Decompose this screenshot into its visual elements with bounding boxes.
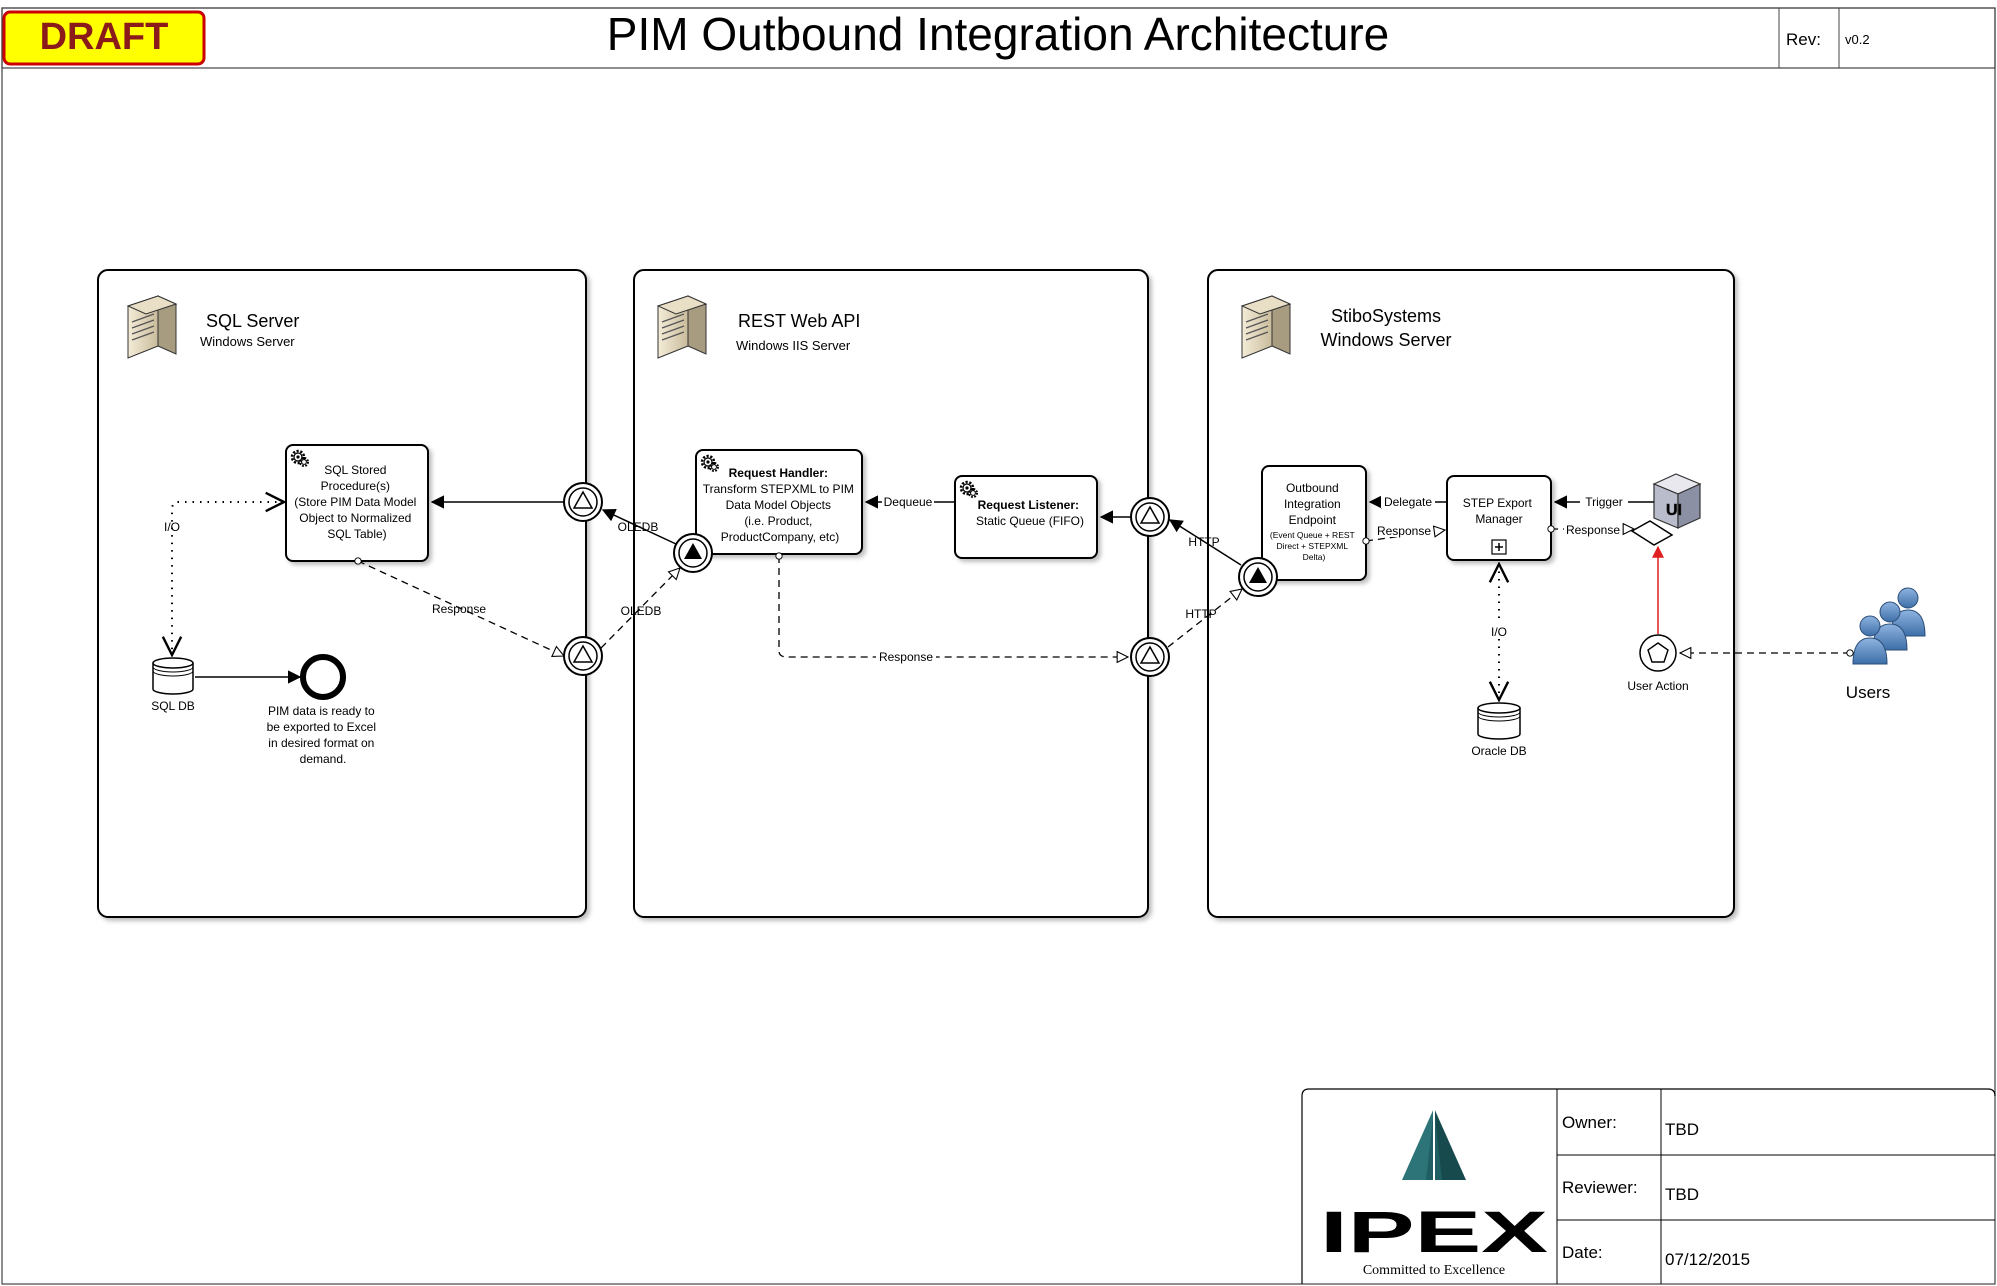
message-flow <box>600 568 680 649</box>
flow-label-response-step: Response <box>1377 524 1431 538</box>
message-throw-event <box>1238 557 1278 597</box>
owner-value: TBD <box>1665 1120 1699 1139</box>
ui-icon: UI <box>1652 473 1702 529</box>
server-icon <box>127 295 177 359</box>
flow-label-io-right: I/O <box>1491 625 1507 639</box>
flow-label-io-left: I/O <box>164 520 180 534</box>
message-flow <box>779 556 1128 657</box>
sequence-flow <box>1168 519 1242 566</box>
server-icon <box>657 295 707 359</box>
flow-label-oledb-top: OLEDB <box>618 520 659 534</box>
reviewer-value: TBD <box>1665 1185 1699 1204</box>
svg-text:UI: UI <box>1666 502 1682 519</box>
draft-label: DRAFT <box>40 16 169 58</box>
message-throw-event <box>673 533 713 573</box>
outbound-endpoint-task <box>1261 465 1367 581</box>
rev-label: Rev: <box>1786 30 1821 49</box>
sql-proc-text: SQL Stored Procedure(s) (Store PIM Data … <box>294 463 419 541</box>
label-bg <box>876 650 936 664</box>
flow-label-delegate: Delegate <box>1384 495 1432 509</box>
server-subtitle-stibo: Windows Server <box>1320 330 1451 350</box>
sql-db-label: SQL DB <box>151 699 195 713</box>
message-catch-event <box>563 482 603 522</box>
users-label: Users <box>1846 683 1890 702</box>
flow-label-response-ui: Response <box>1566 523 1620 537</box>
label-bg <box>1486 624 1512 638</box>
request-handler-text: Request Handler: Transform STEPXML to PI… <box>703 466 858 544</box>
reviewer-label: Reviewer: <box>1562 1178 1638 1197</box>
oracle-db-label: Oracle DB <box>1471 744 1526 758</box>
label-bg <box>1564 522 1622 536</box>
users-icon <box>1852 587 1926 665</box>
ipex-logo-tagline: Committed to Excellence <box>1363 1263 1505 1278</box>
step-export-manager-task <box>1446 475 1552 561</box>
stibo-pool <box>1207 269 1735 918</box>
ipex-logo-word: IPEX <box>1320 1200 1549 1265</box>
label-bg <box>1580 494 1628 508</box>
sql-db-store <box>152 657 194 695</box>
rest-api-pool <box>633 269 1149 918</box>
message-flow <box>1167 589 1242 648</box>
date-value: 07/12/2015 <box>1665 1250 1750 1269</box>
step-export-text: STEP Export Manager <box>1463 496 1535 526</box>
flow-label-http-bottom: HTTP <box>1185 607 1216 621</box>
message-flow <box>358 561 564 656</box>
flow-label-oledb-bottom: OLEDB <box>621 604 662 618</box>
user-action-label: User Action <box>1627 679 1688 693</box>
page-title: PIM Outbound Integration Architecture <box>607 8 1389 60</box>
rev-value: v0.2 <box>1845 32 1870 47</box>
label-bg <box>1381 494 1435 508</box>
sequence-flow <box>601 509 677 545</box>
sql-server-pool <box>97 269 587 918</box>
response-handler-icon <box>1630 520 1674 546</box>
end-event-text: PIM data is ready to be exported to Exce… <box>267 704 380 766</box>
flow-label-dequeue: Dequeue <box>884 495 933 509</box>
server-title-stibo: StiboSystems <box>1331 306 1441 326</box>
flow-label-response-sql: Response <box>432 602 486 616</box>
request-listener-text: Request Listener: Static Queue (FIFO) <box>976 498 1084 528</box>
server-subtitle-sql: Windows Server <box>200 334 295 349</box>
server-subtitle-rest: Windows IIS Server <box>736 338 851 353</box>
message-catch-event <box>1130 497 1170 537</box>
server-title-rest: REST Web API <box>738 311 860 331</box>
flow-label-http-top: HTTP <box>1188 535 1219 549</box>
outbound-endpoint-text: Outbound Integration Endpoint (Event Que… <box>1270 481 1358 562</box>
end-event <box>300 654 346 700</box>
flow-label-response-mid: Response <box>879 650 933 664</box>
server-title-sql: SQL Server <box>206 311 299 331</box>
server-icon <box>1241 295 1291 359</box>
label-bg <box>882 494 934 508</box>
message-catch-event <box>563 636 603 676</box>
date-label: Date: <box>1562 1243 1603 1262</box>
draft-stamp <box>2 10 206 66</box>
flow-label-trigger: Trigger <box>1585 495 1623 509</box>
oracle-db-store <box>1477 702 1521 740</box>
page-border <box>1 7 1996 1285</box>
footer-frame <box>1301 1088 1996 1284</box>
user-action-event <box>1639 634 1677 672</box>
io-association-left <box>172 502 284 655</box>
ipex-logo: IPEX Committed to Excellence <box>1320 1108 1549 1278</box>
subprocess-marker-icon <box>1491 539 1507 555</box>
owner-label: Owner: <box>1562 1113 1617 1132</box>
message-catch-event <box>1130 637 1170 677</box>
label-bg <box>1375 523 1433 537</box>
